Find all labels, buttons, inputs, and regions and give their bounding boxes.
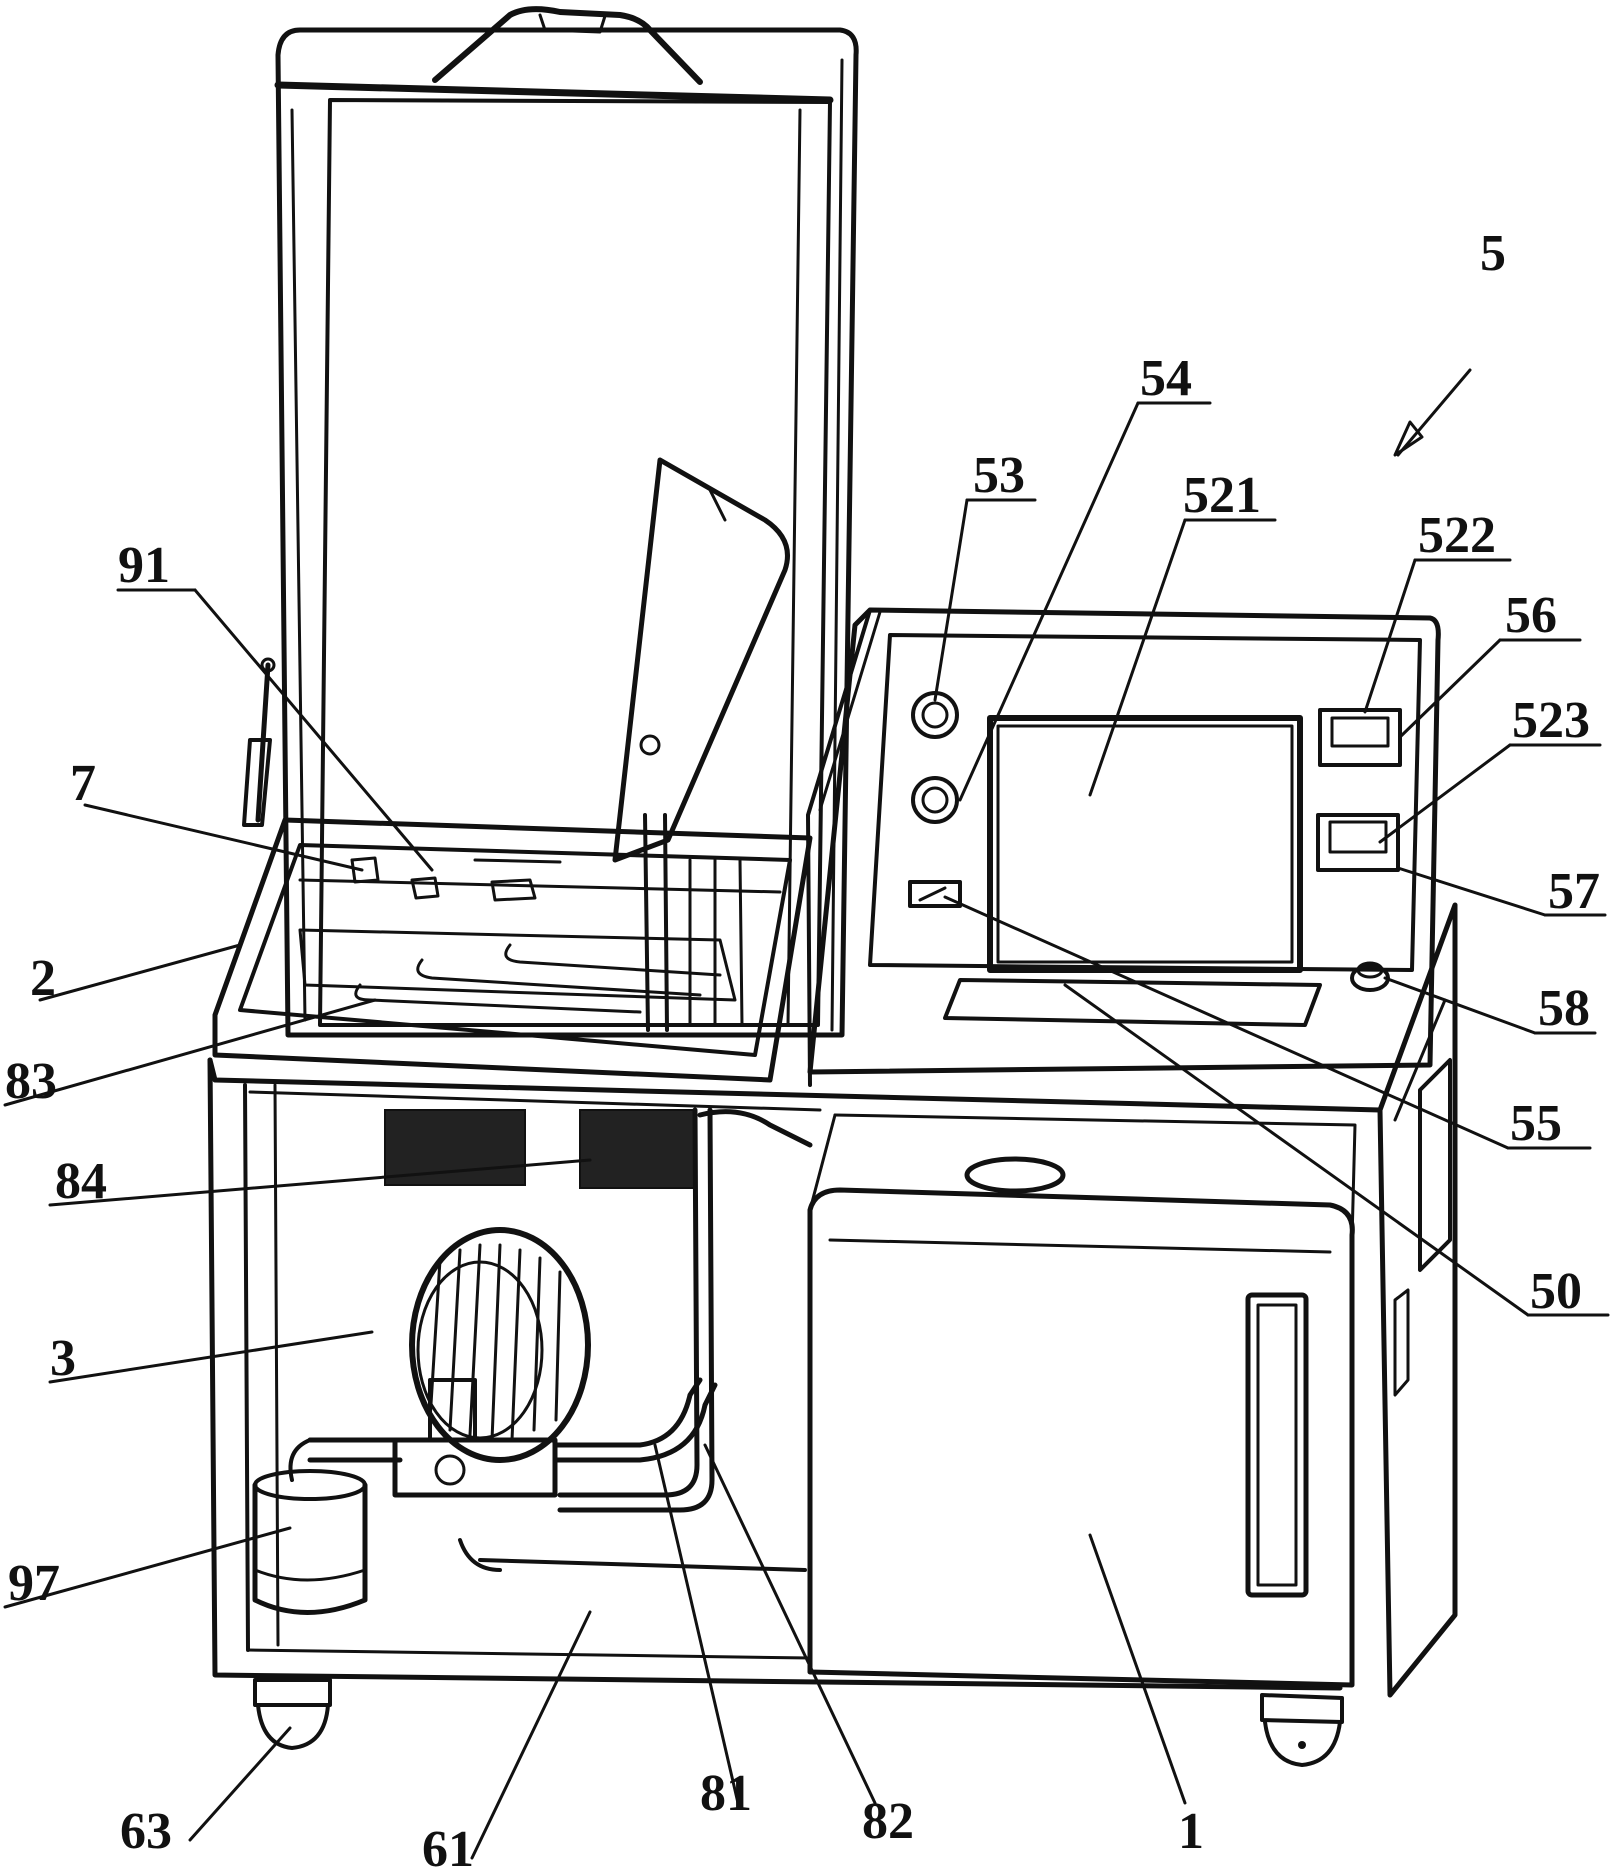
label-56: 56 xyxy=(1505,587,1557,644)
label-3: 3 xyxy=(50,1330,76,1387)
knob-54 xyxy=(911,776,959,824)
label-1: 1 xyxy=(1178,1803,1204,1860)
filter-97 xyxy=(252,1469,368,1615)
label-521: 521 xyxy=(1183,467,1261,524)
label-58: 58 xyxy=(1538,980,1590,1037)
side-panel-right xyxy=(1377,902,1458,1698)
label-91: 91 xyxy=(118,537,170,594)
keyboard-50 xyxy=(943,978,1322,1027)
heater-84 xyxy=(384,1109,696,1189)
label-53: 53 xyxy=(973,447,1025,504)
label-63: 63 xyxy=(120,1803,172,1860)
caster-right xyxy=(1260,1693,1344,1767)
pump-head xyxy=(392,1378,558,1498)
wash-tank xyxy=(212,817,813,1083)
leader-lines xyxy=(3,368,1610,1860)
label-84: 84 xyxy=(55,1153,107,1210)
motor-3 xyxy=(409,1227,591,1463)
label-7: 7 xyxy=(70,755,96,812)
label-61: 61 xyxy=(422,1821,474,1868)
label-97: 97 xyxy=(8,1555,60,1612)
label-57: 57 xyxy=(1548,863,1600,920)
gas-spring xyxy=(242,657,276,827)
label-55: 55 xyxy=(1510,1095,1562,1152)
label-54: 54 xyxy=(1140,350,1192,407)
display-523 xyxy=(1316,813,1400,872)
control-panel xyxy=(806,607,1441,1087)
cabinet-frame xyxy=(207,1057,1383,1691)
labels: 5 54 53 521 522 56 523 57 58 55 50 91 7 … xyxy=(5,225,1600,1868)
lid-handle xyxy=(432,6,703,85)
label-82: 82 xyxy=(862,1793,914,1850)
tank-unit-1 xyxy=(807,1113,1357,1688)
label-522: 522 xyxy=(1418,507,1496,564)
label-5: 5 xyxy=(1480,225,1506,282)
label-81: 81 xyxy=(700,1765,752,1822)
caster-63 xyxy=(253,1678,332,1750)
display-522 xyxy=(1318,708,1402,767)
label-523: 523 xyxy=(1512,692,1590,749)
switch-55 xyxy=(908,880,962,908)
label-50: 50 xyxy=(1530,1263,1582,1320)
lid xyxy=(274,27,859,1038)
pipes xyxy=(288,1107,813,1572)
screen-521 xyxy=(987,715,1303,973)
label-2: 2 xyxy=(30,950,56,1007)
label-83: 83 xyxy=(5,1053,57,1110)
basket-arm xyxy=(612,457,790,1032)
button-58 xyxy=(1350,961,1390,992)
